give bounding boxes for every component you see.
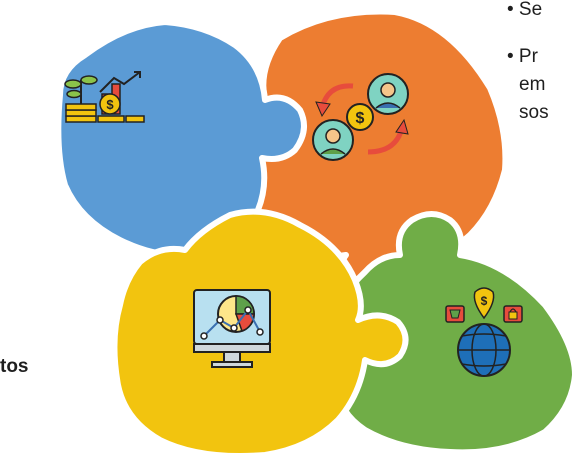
monitor-analytics-icon	[193, 289, 271, 368]
svg-text:$: $	[356, 110, 365, 127]
bullet-text-1: • Se	[507, 0, 543, 20]
globe-ecommerce-icon: $	[445, 287, 523, 377]
svg-text:$: $	[481, 294, 488, 308]
bullet-text-2: • Pr	[507, 46, 538, 67]
bullet-text-2-line-3: sos	[519, 102, 549, 123]
bullet-text-2-line-2: em	[519, 74, 546, 95]
left-bold-text: tos	[0, 356, 29, 377]
svg-text:$: $	[106, 97, 114, 112]
money-exchange-people-icon: $	[312, 73, 409, 161]
plant-growth-money-icon: $	[64, 71, 145, 123]
